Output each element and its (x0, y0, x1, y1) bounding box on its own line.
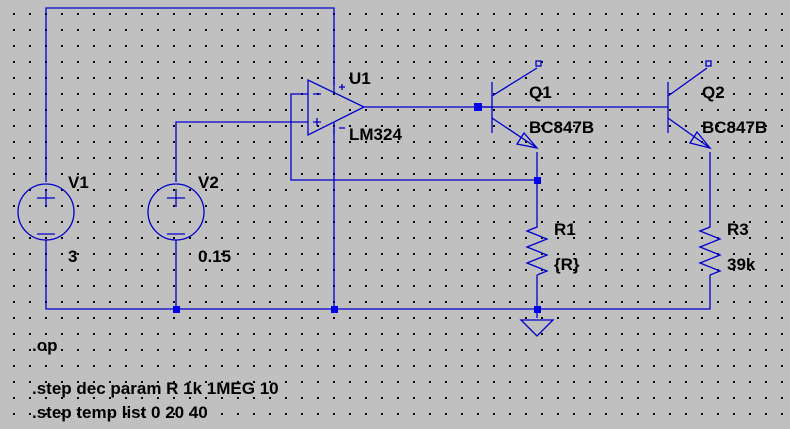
npn-transistor-icon (667, 60, 712, 150)
directive-op[interactable]: .op (32, 336, 58, 355)
v2-value-label: 0.15 (198, 247, 231, 266)
ground-symbol[interactable] (519, 319, 555, 337)
resistor-r1[interactable]: R1 {R} (525, 215, 580, 276)
resistor-r3[interactable]: R3 39k (698, 215, 756, 276)
u1-ref-label: U1 (349, 69, 371, 88)
junction-dot (173, 306, 180, 313)
opamp-u1[interactable]: U1 LM324 (307, 69, 402, 144)
voltage-source-v2[interactable]: V2 0.15 (147, 173, 231, 266)
voltage-source-icon (17, 175, 75, 245)
r3-ref-label: R3 (727, 220, 749, 239)
q1-value-label: BC847B (529, 118, 594, 137)
wire-feedback[interactable] (290, 93, 537, 181)
v1-ref-label: V1 (68, 173, 89, 192)
junction-dot (534, 306, 541, 313)
resistor-icon (525, 215, 549, 276)
ground-icon (519, 319, 555, 337)
directive-step-temp[interactable]: .step temp list 0 20 40 (32, 403, 208, 422)
transistor-q2[interactable]: Q2 BC847B (667, 60, 767, 150)
r1-value-label: {R} (554, 255, 580, 274)
q2-value-label: BC847B (702, 118, 767, 137)
wire-v2-plus[interactable] (175, 121, 308, 175)
r1-ref-label: R1 (554, 220, 576, 239)
voltage-source-icon (147, 175, 205, 245)
transistor-q1[interactable]: Q1 BC847B (478, 60, 594, 150)
q2-ref-label: Q2 (702, 83, 725, 102)
opamp-icon (307, 78, 366, 137)
wires (45, 7, 711, 318)
u1-value-label: LM324 (349, 125, 402, 144)
v2-ref-label: V2 (198, 173, 219, 192)
junction-dot (534, 177, 541, 184)
junction-dot (331, 306, 338, 313)
resistor-icon (698, 215, 722, 276)
voltage-source-v1[interactable]: V1 3 (17, 173, 89, 266)
directive-step-param[interactable]: .step dec param R 1k 1MEG 10 (32, 379, 279, 398)
npn-transistor-icon (478, 60, 542, 150)
r3-value-label: 39k (727, 255, 756, 274)
wire-top-loop[interactable] (45, 7, 335, 175)
q1-ref-label: Q1 (529, 83, 552, 102)
v1-value-label: 3 (68, 247, 77, 266)
wire-ground-rail[interactable] (45, 245, 711, 310)
